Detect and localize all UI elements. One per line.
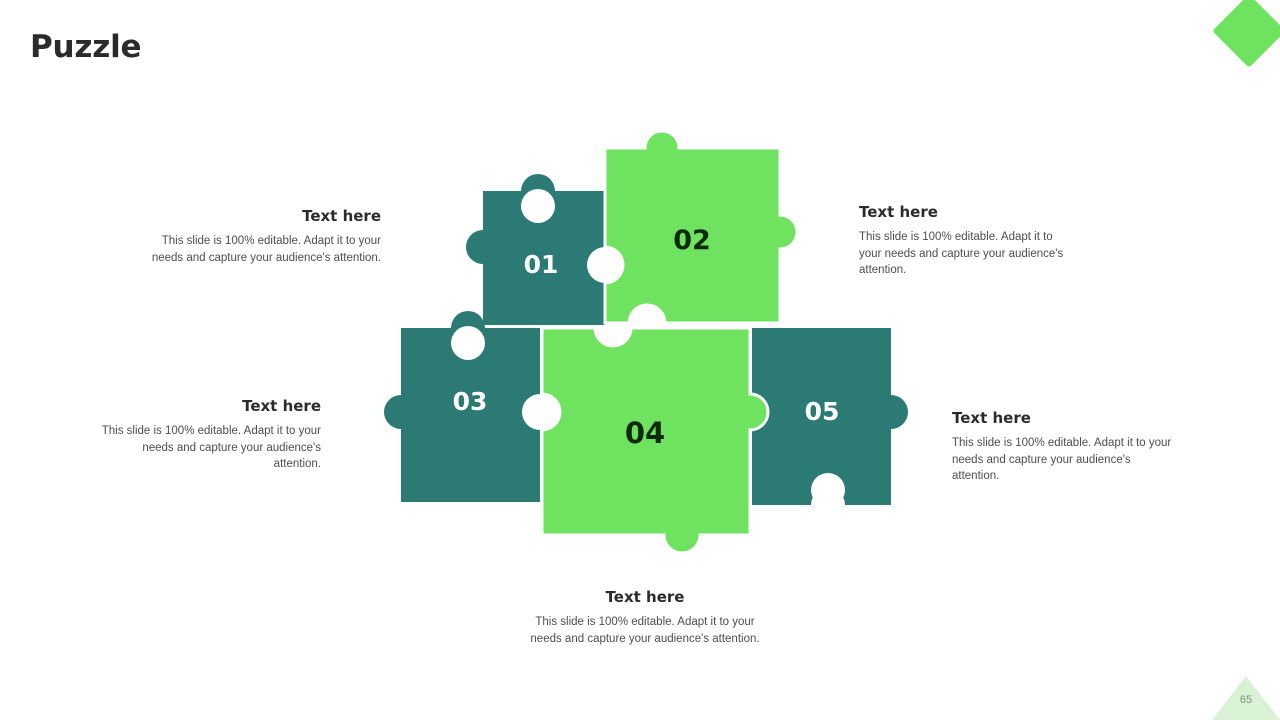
piece-03-top-notch bbox=[451, 326, 485, 360]
piece-01-number: 01 bbox=[524, 250, 559, 279]
piece-01-top-notch bbox=[521, 189, 555, 223]
puzzle-piece-04[interactable]: 04 bbox=[540, 326, 770, 555]
page-number-badge: 65 bbox=[1212, 672, 1280, 720]
page-title: Puzzle bbox=[30, 29, 142, 65]
text-block-01: Text here This slide is 100% editable. A… bbox=[150, 207, 381, 266]
text-block-01-body: This slide is 100% editable. Adapt it to… bbox=[151, 235, 381, 264]
text-block-03-heading: Text here bbox=[242, 397, 321, 415]
text-block-04-body: This slide is 100% editable. Adapt it to… bbox=[530, 616, 760, 645]
text-block-02-heading: Text here bbox=[859, 203, 938, 221]
piece-02-number: 02 bbox=[673, 225, 711, 256]
puzzle-diagram: 03 05 01 02 04 bbox=[355, 105, 925, 585]
text-block-04-heading: Text here bbox=[605, 588, 685, 606]
piece-05-bottom-notch bbox=[811, 473, 845, 507]
text-block-03: Text here This slide is 100% editable. A… bbox=[100, 397, 321, 473]
piece-03-number: 03 bbox=[453, 387, 488, 416]
text-block-05: Text here This slide is 100% editable. A… bbox=[952, 409, 1180, 485]
page-number: 65 bbox=[1239, 694, 1253, 706]
puzzle-piece-05[interactable]: 05 bbox=[734, 328, 908, 507]
triangle-badge-icon bbox=[1212, 676, 1280, 720]
puzzle-svg: 03 05 01 02 04 bbox=[384, 129, 908, 555]
piece-04-number: 04 bbox=[625, 416, 665, 450]
puzzle-piece-03[interactable]: 03 bbox=[384, 311, 540, 502]
text-block-05-body: This slide is 100% editable. Adapt it to… bbox=[952, 437, 1172, 483]
text-block-05-heading: Text here bbox=[952, 409, 1031, 427]
piece-05-number: 05 bbox=[805, 397, 840, 426]
text-block-04: Text here This slide is 100% editable. A… bbox=[520, 588, 770, 647]
text-block-03-body: This slide is 100% editable. Adapt it to… bbox=[101, 425, 321, 471]
text-block-01-heading: Text here bbox=[302, 207, 381, 225]
text-block-02-body: This slide is 100% editable. Adapt it to… bbox=[859, 231, 1064, 277]
puzzle-piece-02[interactable]: 02 bbox=[603, 129, 799, 325]
text-block-02: Text here This slide is 100% editable. A… bbox=[859, 203, 1077, 279]
puzzle-piece-01[interactable]: 01 bbox=[466, 174, 605, 325]
green-diamond-icon bbox=[1212, 0, 1280, 68]
